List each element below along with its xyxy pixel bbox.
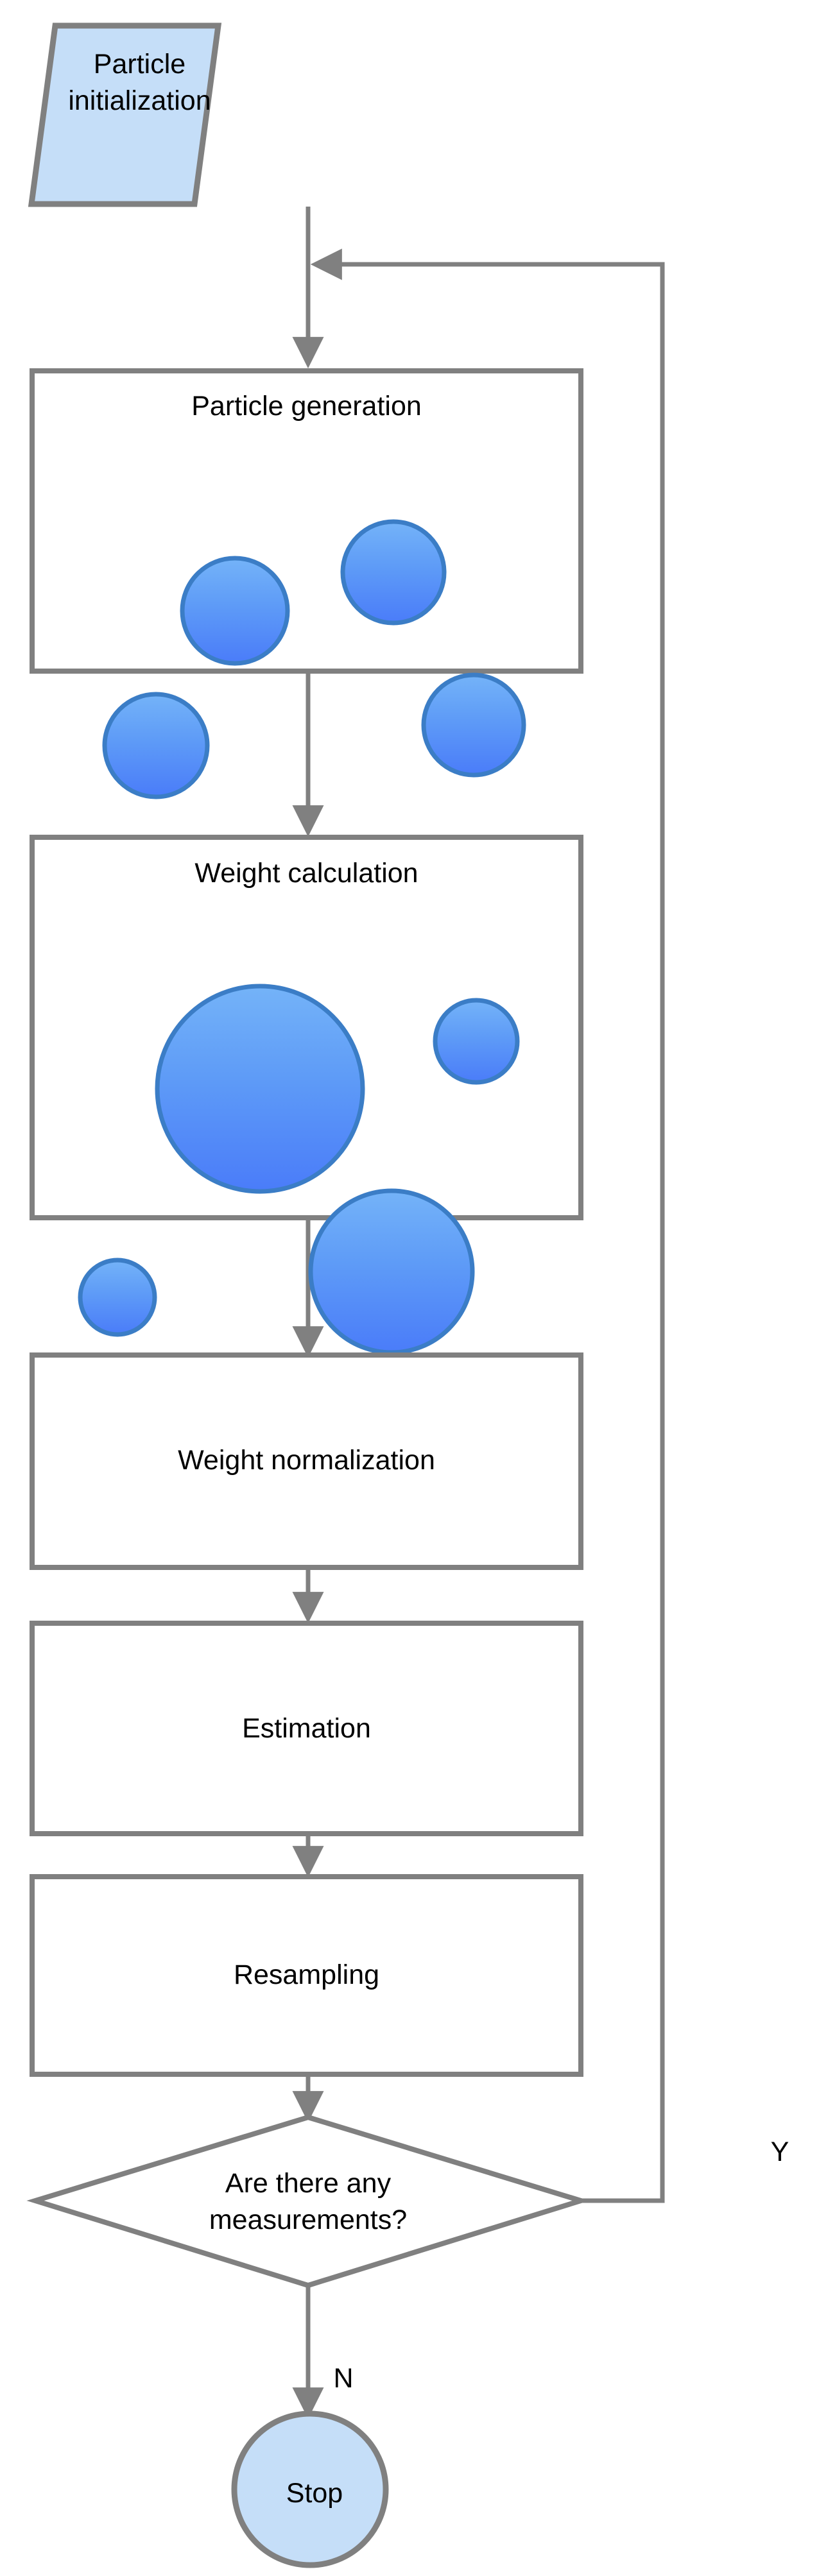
particle-circle [180,556,290,666]
particle-circle [340,519,447,626]
particle-group-weight [78,984,520,1355]
particle-circle [155,984,365,1194]
edge-label-no: N [333,2363,354,2394]
node-estimation[interactable] [30,1621,583,1836]
particle-group-generation [102,519,526,799]
edge-label-yes: Y [770,2137,789,2167]
node-decision-measurements[interactable] [26,2114,590,2289]
particle-circle [421,672,526,778]
particle-circle [433,998,520,1085]
particle-circle [102,692,210,799]
particle-circle [78,1258,157,1337]
connector-group [292,207,665,2419]
node-weight-normalization[interactable] [30,1352,583,1570]
node-resampling[interactable] [30,1874,583,2077]
edge-decision-yes-feedback [310,248,665,2203]
node-particle-generation[interactable] [30,368,583,674]
particle-circle [308,1188,475,1355]
node-particle-initialization[interactable] [28,22,222,207]
node-stop[interactable] [231,2410,389,2568]
